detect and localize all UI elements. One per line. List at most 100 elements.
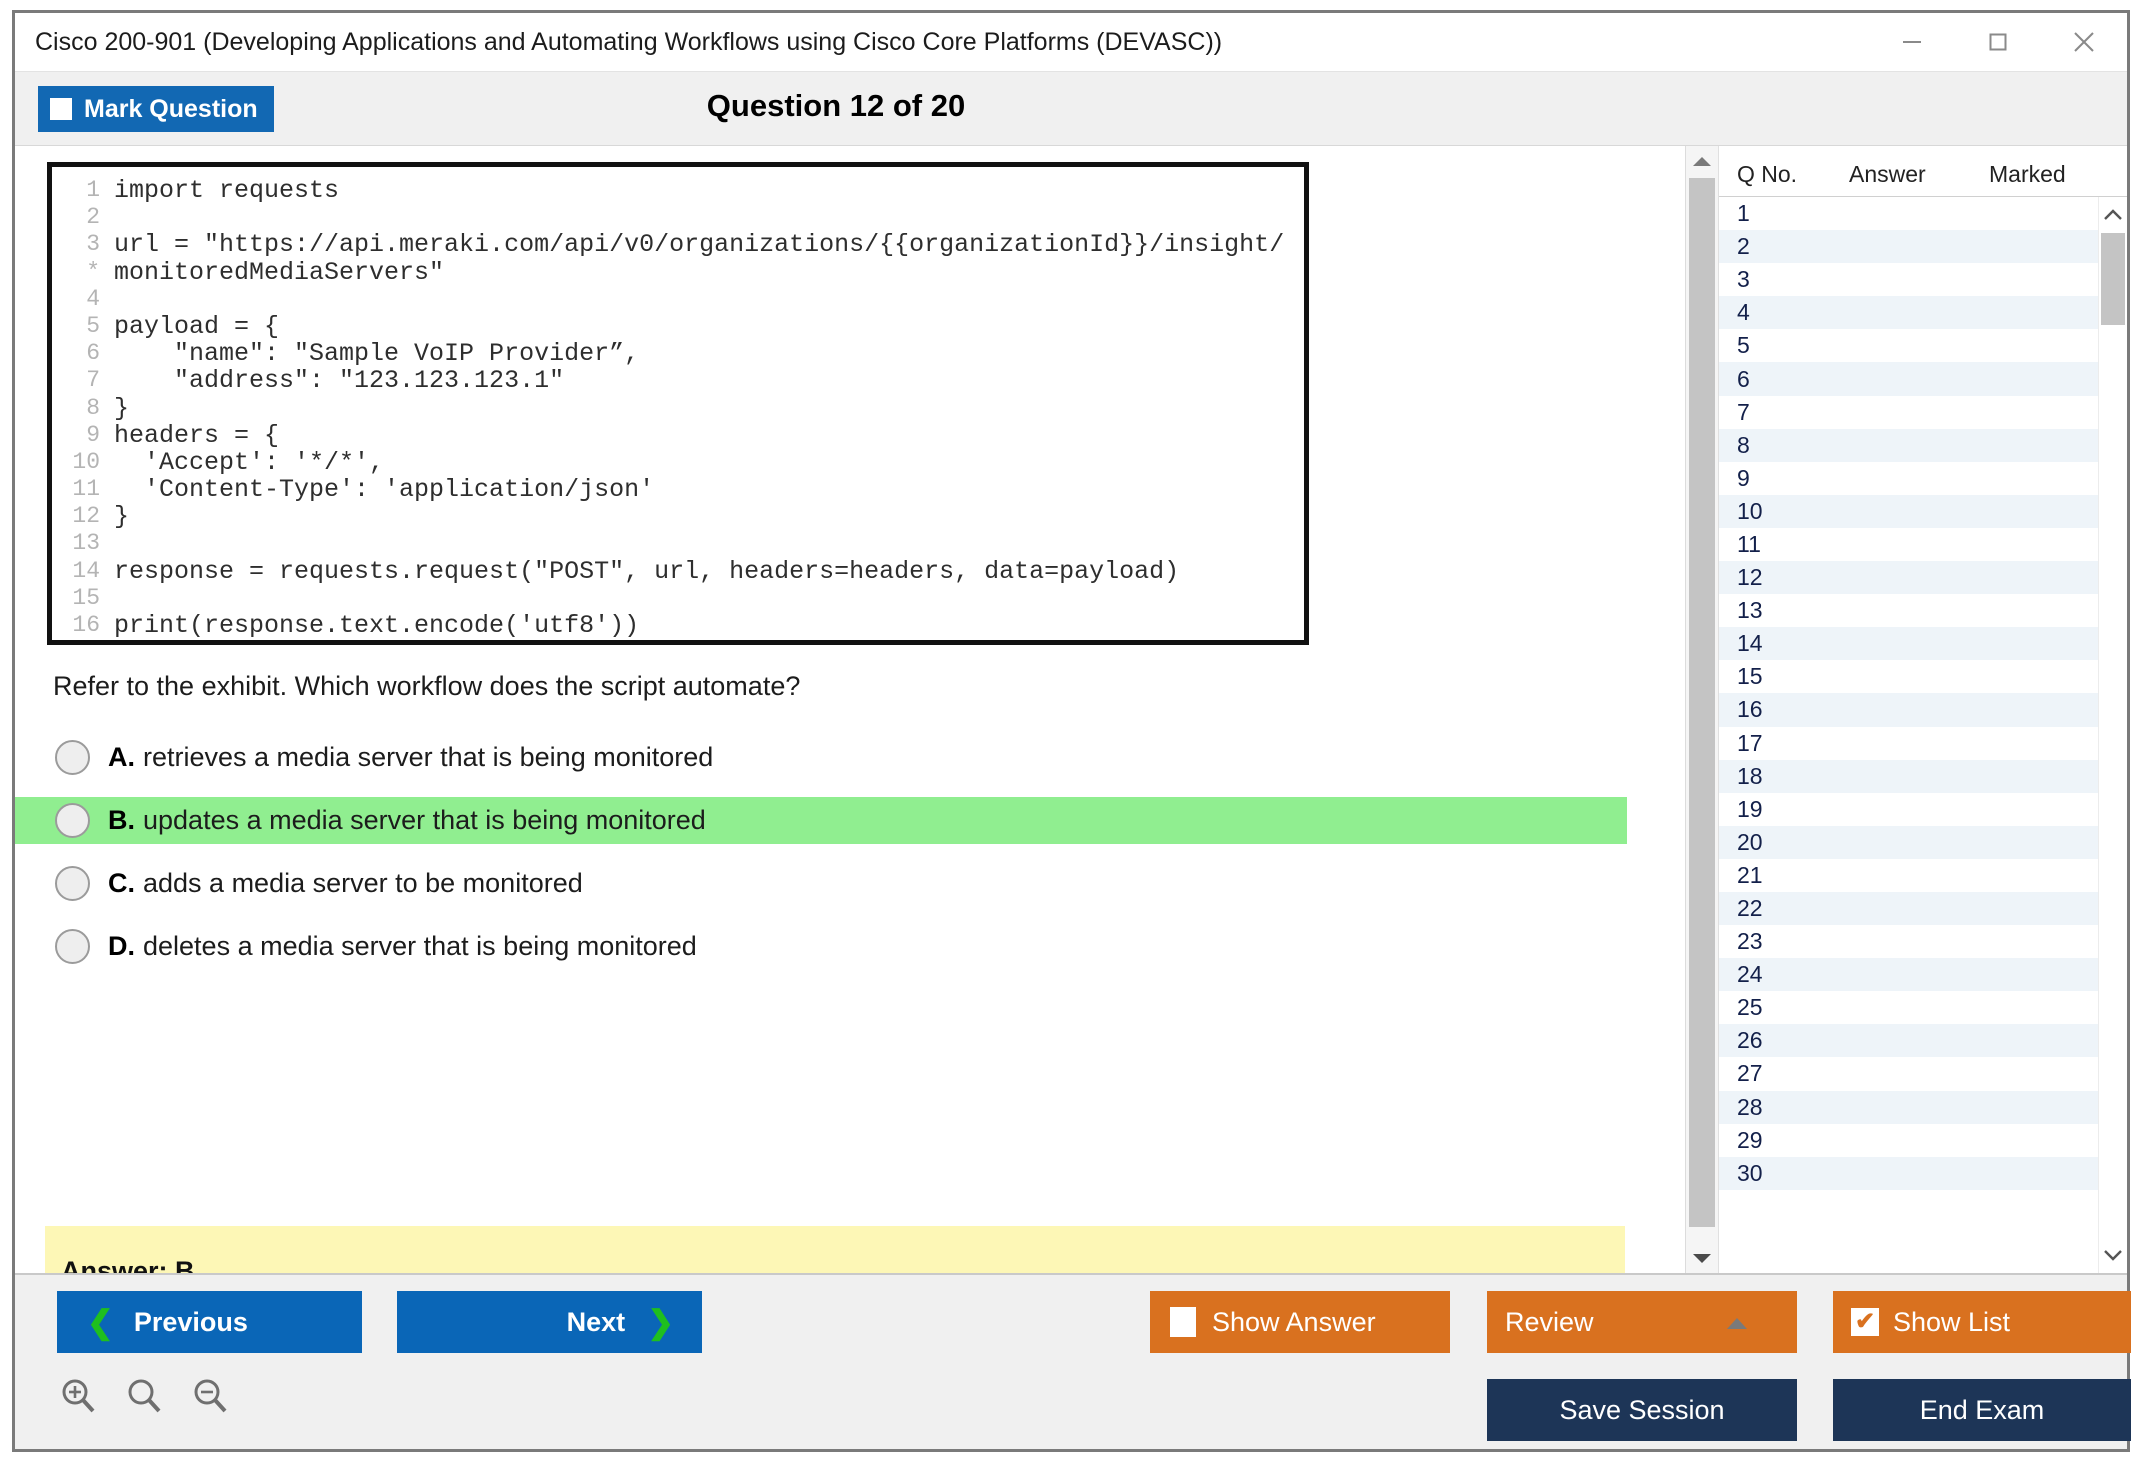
- question-list-row[interactable]: 26: [1719, 1024, 2098, 1058]
- zoom-out-icon[interactable]: [189, 1375, 231, 1417]
- show-list-checkbox-icon[interactable]: ✔: [1851, 1308, 1879, 1336]
- scrollbar-thumb[interactable]: [1689, 178, 1715, 1227]
- question-list-row[interactable]: 30: [1719, 1156, 2098, 1190]
- question-list-row[interactable]: 9: [1719, 462, 2098, 495]
- question-list-row[interactable]: 3: [1719, 263, 2098, 296]
- save-session-button[interactable]: Save Session: [1487, 1379, 1797, 1441]
- question-list-qno: 11: [1737, 530, 1761, 557]
- question-list-row[interactable]: 21: [1719, 859, 2098, 892]
- review-dropdown[interactable]: Review: [1487, 1291, 1797, 1353]
- radio-button-icon[interactable]: [55, 740, 90, 775]
- question-list-qno: 12: [1737, 564, 1763, 591]
- footer-toolbar: ❮ Previous Next ❯ Show Answer Review ✔ S…: [15, 1273, 2131, 1449]
- question-pane-scrollbar[interactable]: [1685, 146, 1718, 1273]
- zoom-in-icon[interactable]: [57, 1375, 99, 1417]
- question-list-row[interactable]: 19: [1719, 793, 2098, 826]
- close-icon: [2067, 25, 2101, 59]
- minimize-button[interactable]: [1869, 13, 1955, 71]
- question-list-qno: 1: [1737, 200, 1750, 227]
- scroll-up-button[interactable]: [1686, 146, 1718, 176]
- list-scroll-up-button[interactable]: [2099, 201, 2127, 229]
- triangle-up-icon: [1693, 156, 1711, 166]
- previous-button[interactable]: ❮ Previous: [57, 1291, 362, 1353]
- question-list-qno: 19: [1737, 795, 1763, 822]
- question-list-row[interactable]: 24: [1719, 958, 2098, 992]
- question-list-row[interactable]: 25: [1719, 991, 2098, 1024]
- code-line-number: 15: [72, 584, 100, 611]
- answer-option-d[interactable]: D.deletes a media server that is being m…: [15, 923, 1627, 970]
- window-title: Cisco 200-901 (Developing Applications a…: [35, 27, 1223, 56]
- code-line-number: 10: [72, 448, 100, 475]
- code-line-text: "name": "Sample VoIP Provider”,: [114, 339, 640, 369]
- zoom-reset-icon[interactable]: [123, 1375, 165, 1417]
- question-list-row[interactable]: 28: [1719, 1090, 2098, 1124]
- question-list-row[interactable]: 7: [1719, 396, 2098, 429]
- caret-up-icon: [1725, 1307, 1749, 1338]
- code-line: 13: [52, 530, 1304, 557]
- question-list-row[interactable]: 23: [1719, 925, 2098, 958]
- question-list-row[interactable]: 2: [1719, 230, 2098, 264]
- show-list-button[interactable]: ✔ Show List: [1833, 1291, 2131, 1353]
- list-scrollbar-thumb[interactable]: [2101, 233, 2125, 325]
- mark-question-checkbox-icon[interactable]: [50, 98, 72, 120]
- show-answer-button[interactable]: Show Answer: [1150, 1291, 1450, 1353]
- code-line: 2: [52, 204, 1304, 231]
- question-list-row[interactable]: 4: [1719, 296, 2098, 330]
- question-list-row[interactable]: 17: [1719, 727, 2098, 760]
- question-list-row[interactable]: 10: [1719, 494, 2098, 528]
- question-list-row[interactable]: 6: [1719, 362, 2098, 396]
- radio-button-icon[interactable]: [55, 929, 90, 964]
- question-list-scrollbar[interactable]: [2098, 197, 2127, 1273]
- maximize-icon: [1983, 27, 2013, 57]
- question-list-row[interactable]: 16: [1719, 693, 2098, 727]
- maximize-button[interactable]: [1955, 13, 2041, 71]
- question-list-row[interactable]: 15: [1719, 660, 2098, 693]
- code-line-number: 11: [72, 476, 100, 503]
- list-scroll-down-button[interactable]: [2099, 1241, 2127, 1269]
- answer-option-b[interactable]: B.updates a media server that is being m…: [15, 797, 1627, 844]
- question-list-qno: 13: [1737, 597, 1763, 624]
- answer-option-a[interactable]: A.retrieves a media server that is being…: [15, 734, 1627, 781]
- question-list-qno: 10: [1737, 497, 1763, 524]
- question-list-row[interactable]: 22: [1719, 891, 2098, 926]
- chevron-up-icon: [2102, 208, 2124, 222]
- code-line-number: 7: [86, 367, 100, 394]
- question-list-row[interactable]: 27: [1719, 1057, 2098, 1090]
- question-list-row[interactable]: 20: [1719, 825, 2098, 859]
- scroll-down-button[interactable]: [1686, 1243, 1718, 1273]
- question-prompt: Refer to the exhibit. Which workflow doe…: [53, 671, 801, 701]
- question-list-row[interactable]: 14: [1719, 627, 2098, 661]
- question-list-row[interactable]: 1: [1719, 197, 2098, 230]
- question-list-row[interactable]: 13: [1719, 594, 2098, 627]
- code-line-number: 2: [86, 204, 100, 231]
- code-line-text: [114, 204, 1304, 231]
- question-list-row[interactable]: 5: [1719, 329, 2098, 362]
- show-answer-checkbox-icon[interactable]: [1170, 1307, 1196, 1337]
- next-label: Next: [566, 1306, 626, 1337]
- question-list-row[interactable]: 11: [1719, 528, 2098, 561]
- question-list-qno: 25: [1737, 994, 1763, 1021]
- question-list-qno: 30: [1737, 1159, 1763, 1186]
- next-button[interactable]: Next ❯: [397, 1291, 702, 1353]
- code-line: 7 "address": "123.123.123.1": [52, 367, 1304, 394]
- answer-option-c[interactable]: C.adds a media server to be monitored: [15, 860, 1627, 907]
- mark-question-button[interactable]: Mark Question: [38, 86, 274, 132]
- radio-button-icon[interactable]: [55, 803, 90, 838]
- radio-button-icon[interactable]: [55, 866, 90, 901]
- triangle-down-icon: [1693, 1253, 1711, 1263]
- question-list-qno: 23: [1737, 928, 1763, 955]
- code-line-text: }: [114, 393, 130, 423]
- code-line: *monitoredMediaServers": [52, 258, 1304, 285]
- title-bar: Cisco 200-901 (Developing Applications a…: [15, 13, 2127, 72]
- question-list-row[interactable]: 12: [1719, 561, 2098, 595]
- question-list-row[interactable]: 29: [1719, 1124, 2098, 1157]
- close-button[interactable]: [2041, 13, 2127, 71]
- question-list-qno: 9: [1737, 464, 1750, 491]
- question-list-row[interactable]: 8: [1719, 428, 2098, 462]
- answer-options: A.retrieves a media server that is being…: [15, 734, 1627, 986]
- question-list-row[interactable]: 18: [1719, 759, 2098, 793]
- end-exam-button[interactable]: End Exam: [1833, 1379, 2131, 1441]
